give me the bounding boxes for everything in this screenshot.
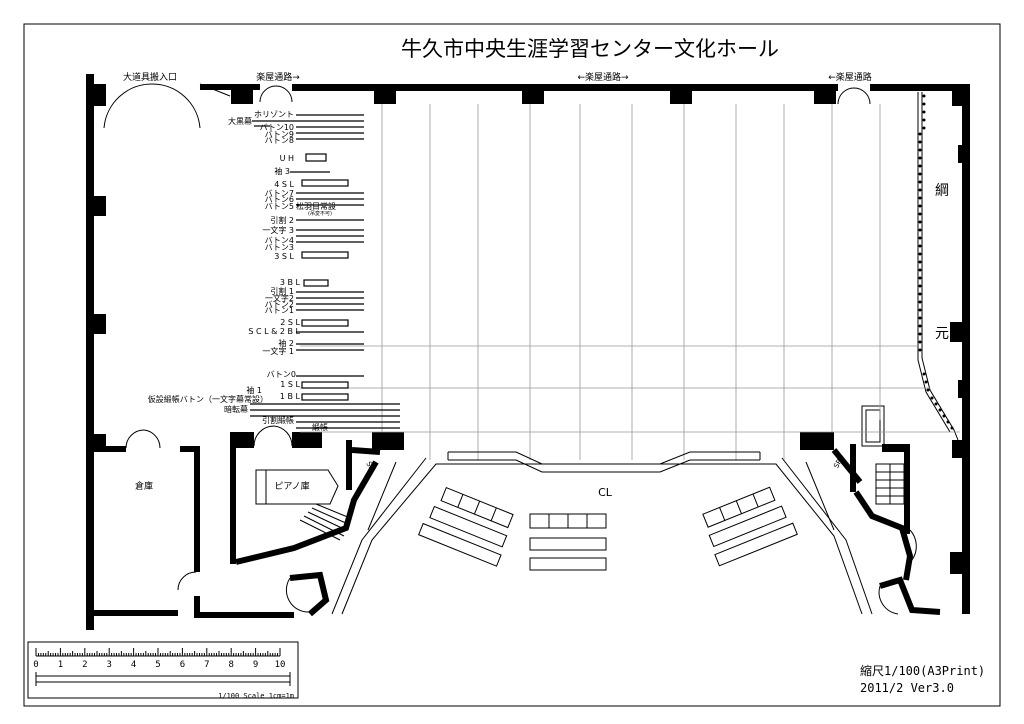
- fly-rail-dots: [918, 94, 954, 430]
- doors: [103, 83, 917, 615]
- batten-label: 引割 2: [270, 215, 294, 225]
- outline-lines: [331, 92, 959, 615]
- stairs: [299, 463, 905, 541]
- scale-number: 0: [33, 660, 38, 670]
- storage-label: 倉庫: [135, 480, 153, 492]
- batten-label: 2 S L: [280, 318, 300, 327]
- center-line-label: CL: [598, 486, 613, 499]
- batten-label: バトン4: [265, 236, 294, 245]
- scale-number: 4: [131, 660, 136, 670]
- batten-label: 引割緞帳: [262, 415, 294, 425]
- batten-label: バトン8: [265, 136, 294, 145]
- scale-number: 8: [228, 660, 233, 670]
- batten-labels: ホリゾント 大黒幕 バトン10 バトン9 バトン8 U H 袖 3 4 S L …: [148, 110, 336, 432]
- batten-label: 袖 2: [278, 338, 294, 348]
- batten-label: 大黒幕: [228, 116, 252, 126]
- batten-label: 4 S L: [274, 180, 294, 189]
- page-frame: [23, 23, 1001, 707]
- loading-entrance-label: 大道具搬入口: [123, 71, 177, 83]
- batten-label: 袖 1: [246, 385, 262, 395]
- batten-label: 緞帳: [312, 422, 328, 432]
- batten-label: バトン5: [265, 202, 294, 211]
- batten-label: 1 B L: [280, 392, 301, 401]
- fly-gallery-label-2: 元: [935, 326, 949, 342]
- batten-label: 一文字 1: [262, 346, 294, 356]
- scale-number: 10: [275, 660, 286, 670]
- scale-number: 1: [58, 660, 63, 670]
- batten-lines: [250, 114, 400, 429]
- batten-label: 引割 1: [270, 286, 294, 296]
- passage-center-label: ←楽屋通路→: [577, 71, 629, 83]
- batten-label: バトン1: [265, 306, 294, 315]
- scale-number: 9: [253, 660, 258, 670]
- scale-bar: 0 1 2 3 4 5 6 7 8 9 10 1/100 Scale 1cm=1m: [27, 641, 299, 700]
- seating-rows: [417, 486, 798, 571]
- piano-storage-label: ピアノ庫: [274, 480, 309, 492]
- batten-label: バトン10: [260, 123, 294, 132]
- batten-label: 一文字 3: [262, 225, 294, 235]
- batten-label: 暗転幕: [224, 404, 248, 414]
- walls: [86, 74, 970, 630]
- piano: [255, 469, 339, 505]
- batten-label: S C L & 2 B L: [248, 327, 300, 336]
- batten-label: U H: [280, 154, 294, 163]
- version-text: 2011/2 Ver3.0: [860, 681, 954, 695]
- batten-label: 3 B L: [280, 278, 301, 287]
- batten-label: バトン6: [265, 195, 294, 204]
- stage-grid: [300, 104, 960, 460]
- batten-label: バトン7: [265, 189, 294, 198]
- passage-right-label: ←楽屋通路: [828, 71, 872, 83]
- batten-label: 仮設緞帳バトン（一文字幕常設）: [148, 394, 268, 404]
- passage-left-label: 楽屋通路→: [256, 71, 300, 83]
- batten-label: バトン2: [265, 300, 294, 309]
- batten-label: バトン9: [265, 130, 294, 139]
- apron: [447, 451, 761, 473]
- plan-title: 牛久市中央生涯学習センター文化ホール: [401, 37, 779, 61]
- scale-number: 6: [180, 660, 185, 670]
- scale-text: 縮尺1/100(A3Print): [860, 663, 985, 678]
- scale-number: 3: [106, 660, 111, 670]
- batten-label: バトン0: [267, 370, 296, 379]
- sp-left-label: SP: [364, 460, 375, 472]
- batten-label: 1 S L: [280, 380, 300, 389]
- batten-label: バトン3: [265, 243, 294, 252]
- batten-note: (吊変不可): [308, 210, 332, 217]
- fly-gallery-label-1: 綱: [935, 183, 949, 199]
- sp-right-label: SP: [832, 458, 843, 470]
- scale-caption: 1/100 Scale 1cm=1m: [218, 692, 294, 700]
- batten-label: 3 S L: [274, 252, 294, 261]
- batten-label: 袖 3: [274, 166, 290, 176]
- diagonal-walls: [235, 447, 941, 617]
- batten-label: 一文字2: [265, 293, 294, 303]
- batten-label: 松羽目常設: [296, 201, 336, 211]
- scale-number: 5: [155, 660, 160, 670]
- scale-number: 2: [82, 660, 87, 670]
- batten-label: ホリゾント: [254, 110, 294, 119]
- scale-number: 7: [204, 660, 209, 670]
